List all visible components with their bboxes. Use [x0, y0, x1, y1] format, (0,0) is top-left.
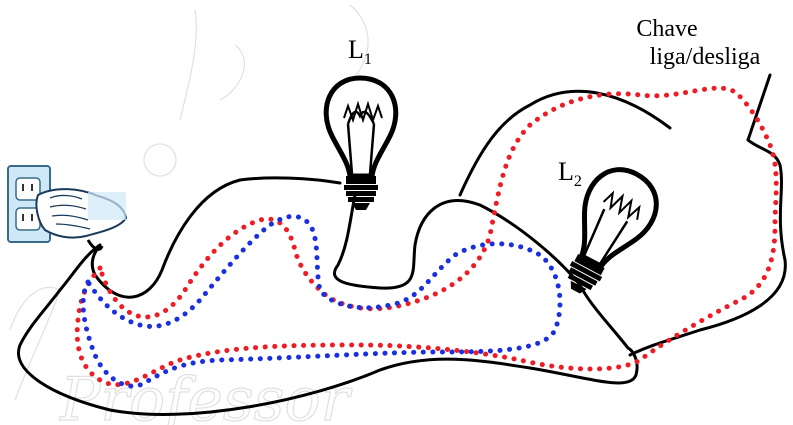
switch-wire-right: [628, 73, 787, 357]
main-wire: [17, 176, 639, 416]
switch-label-line1: Chave: [636, 16, 697, 42]
outlet-plug-icon: [7, 165, 128, 251]
light-bulb-icon: [323, 75, 399, 210]
switch-wire-left: [458, 89, 672, 197]
light-bulb-icon: [567, 167, 659, 294]
lamp2-label: L2: [558, 157, 582, 190]
lamp1-label: L1: [348, 35, 372, 68]
switch-label-line2: liga/desliga: [650, 44, 761, 70]
dotted-path-red: [74, 85, 779, 388]
